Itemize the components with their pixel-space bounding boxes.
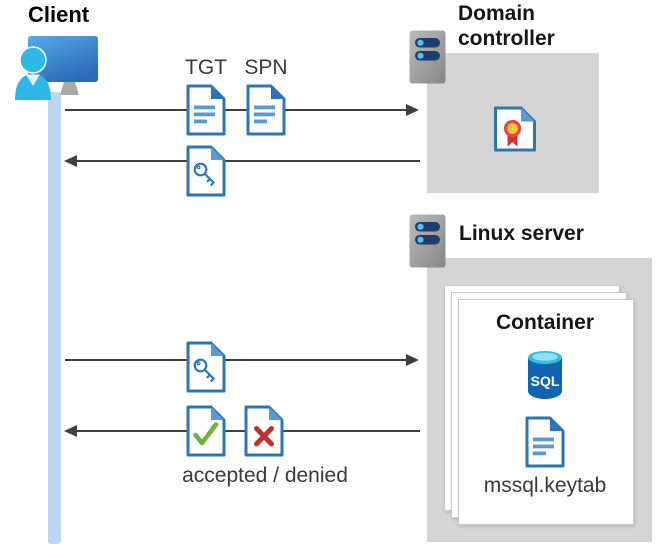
linux-server-label: Linux server — [459, 222, 584, 245]
cylinder-highlight-shape — [532, 352, 558, 361]
auth-result-arrowhead-icon — [64, 425, 77, 437]
denied-document-icon — [243, 405, 285, 457]
client-label: Client — [28, 2, 90, 27]
client-timeline-lane — [48, 92, 61, 544]
client-user-monitor-icon — [15, 36, 98, 100]
accepted-document-icon — [185, 405, 227, 457]
person-head-shape — [19, 46, 47, 74]
person-collar-shape — [26, 74, 40, 86]
tgt-request-arrow-line — [65, 109, 407, 111]
tgt-label: TGT — [185, 56, 227, 79]
session-key-document-icon — [185, 145, 227, 197]
ticket-response-arrow-line — [76, 160, 420, 162]
container-page-front — [458, 299, 634, 525]
ticket-response-arrowhead-icon — [64, 155, 77, 167]
person-body-shape — [15, 74, 51, 100]
sql-badge-text: SQL — [531, 373, 560, 389]
tgt-document-icon — [185, 84, 227, 136]
certificate-icon — [493, 106, 537, 152]
spn-label: SPN — [244, 56, 288, 79]
spn-document-icon — [245, 84, 287, 136]
sql-auth-request-arrowhead-icon — [406, 354, 419, 366]
tgt-request-arrowhead-icon — [406, 104, 419, 116]
service-ticket-key-document-icon — [185, 341, 227, 393]
result-label: accepted / denied — [182, 464, 348, 487]
monitor-stand-shape — [60, 82, 79, 95]
monitor-shape — [28, 36, 98, 82]
sql-database-icon: SQL — [528, 351, 562, 399]
keytab-label: mssql.keytab — [483, 474, 607, 497]
keytab-document-icon — [523, 416, 567, 468]
sql-auth-request-arrow-line — [65, 359, 407, 361]
linux-server-icon — [409, 214, 446, 268]
domain-controller-label: Domain controller — [458, 2, 555, 50]
domain-controller-server-icon — [409, 30, 446, 84]
container-label: Container — [495, 311, 594, 334]
cylinder-body-shape — [528, 357, 562, 399]
